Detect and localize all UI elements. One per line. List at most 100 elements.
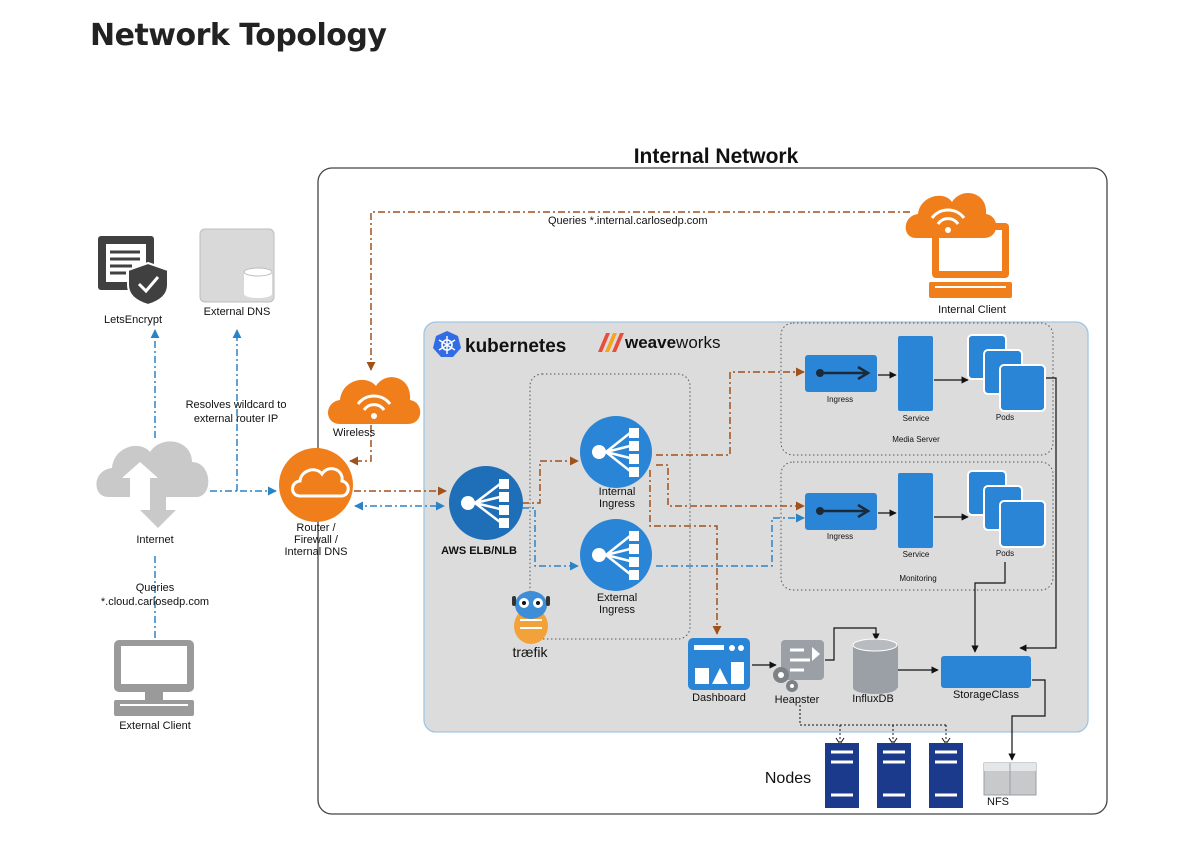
wireless-node: Wireless bbox=[328, 377, 421, 439]
dashboard-icon bbox=[688, 638, 750, 690]
mon-pods-node: Pods bbox=[967, 470, 1046, 558]
nodes-group: Nodes bbox=[765, 743, 963, 808]
media-pods-label: Pods bbox=[996, 413, 1014, 422]
internal-client-node: Internal Client bbox=[905, 192, 1012, 316]
letsencrypt-node: LetsEncrypt bbox=[98, 236, 169, 326]
internal-ingress-media-connection bbox=[656, 367, 805, 456]
media-service-icon bbox=[898, 336, 933, 411]
load-balancer-icon bbox=[449, 466, 523, 540]
internal-queries-label: Queries *.internal.carlosedp.com bbox=[548, 215, 708, 227]
queries-label-line2: *.cloud.carlosedp.com bbox=[101, 596, 209, 608]
influxdb-node: InfluxDB bbox=[852, 638, 898, 705]
dashboard-node: Dashboard bbox=[688, 638, 750, 704]
wireless-router-connection bbox=[349, 425, 372, 466]
weaveworks-logo: weaveworks bbox=[598, 333, 720, 352]
internet-node: Internet bbox=[96, 441, 209, 546]
external-ingress-label-line1: External bbox=[597, 592, 637, 604]
external-ingress-icon bbox=[580, 519, 652, 591]
elb-internal-ingress-connection bbox=[522, 456, 579, 504]
media-ingress-label: Ingress bbox=[827, 395, 853, 404]
storage-nfs-line bbox=[1008, 679, 1046, 761]
heapster-label: Heapster bbox=[775, 694, 820, 706]
router-node: Router / Firewall / Internal DNS bbox=[279, 448, 353, 558]
storageclass-label: StorageClass bbox=[953, 689, 1020, 701]
certificate-shield-icon bbox=[98, 236, 169, 307]
media-pods-node: Pods bbox=[967, 334, 1046, 422]
database-icon bbox=[852, 638, 898, 694]
mon-service-icon bbox=[898, 473, 933, 548]
heapster-node: Heapster bbox=[773, 640, 824, 706]
external-ingress-node: External Ingress bbox=[580, 519, 652, 616]
page-title: Network Topology bbox=[90, 18, 387, 53]
external-client-label: External Client bbox=[119, 720, 191, 732]
nfs-label: NFS bbox=[987, 796, 1009, 808]
kubernetes-cluster-area bbox=[423, 321, 1089, 733]
external-dns-label: External DNS bbox=[204, 306, 271, 318]
external-client-node: External Client bbox=[114, 640, 194, 732]
router-label-line2: Firewall / bbox=[294, 534, 339, 546]
media-service-node: Service bbox=[898, 336, 933, 423]
router-cloud-icon bbox=[279, 448, 353, 522]
cloud-upload-icon bbox=[96, 441, 209, 528]
heapster-icon bbox=[773, 640, 824, 692]
resolves-label-line2: external router IP bbox=[194, 413, 278, 425]
dashboard-label: Dashboard bbox=[692, 692, 746, 704]
storageclass-node: StorageClass bbox=[941, 656, 1031, 701]
traefik-gopher-icon bbox=[512, 591, 550, 644]
internal-ingress-label-line1: Internal bbox=[599, 486, 636, 498]
external-ingress-monitoring-connection bbox=[656, 513, 805, 567]
internal-ingress-label-line2: Ingress bbox=[599, 498, 636, 510]
internal-network-label: Internal Network bbox=[634, 145, 799, 168]
mon-ingress-label: Ingress bbox=[827, 532, 853, 541]
media-server-group-box bbox=[780, 322, 1054, 456]
internal-ingress-icon bbox=[580, 416, 652, 488]
wireless-label: Wireless bbox=[333, 427, 376, 439]
ingress-group-box bbox=[529, 373, 691, 640]
svg-text:weaveworks: weaveworks bbox=[624, 333, 720, 352]
storageclass-icon bbox=[941, 656, 1031, 688]
aws-elb-node: AWS ELB/NLB bbox=[441, 466, 523, 557]
mon-service-label: Service bbox=[903, 550, 930, 559]
mon-service-node: Service bbox=[898, 473, 933, 559]
external-ingress-label-line2: Ingress bbox=[599, 604, 636, 616]
internal-client-label: Internal Client bbox=[938, 304, 1006, 316]
mon-pods-label: Pods bbox=[996, 549, 1014, 558]
weave-label: weave bbox=[624, 333, 676, 352]
nodes-label: Nodes bbox=[765, 770, 811, 787]
internal-ingress-monitoring-connection bbox=[656, 464, 805, 511]
media-server-label: Media Server bbox=[892, 435, 940, 444]
desktop-computer-icon bbox=[114, 640, 194, 716]
external-dns-node: External DNS bbox=[199, 228, 275, 318]
router-label-line1: Router / bbox=[296, 522, 336, 534]
wifi-cloud-icon bbox=[328, 377, 421, 424]
dns-server-icon bbox=[199, 228, 275, 303]
node-server-icon bbox=[877, 743, 911, 808]
traefik-node: træfik bbox=[512, 591, 550, 660]
mon-pods-storage-line bbox=[971, 562, 1006, 653]
mon-ingress-node: Ingress bbox=[805, 493, 877, 541]
influxdb-label: InfluxDB bbox=[852, 693, 894, 705]
media-service-label: Service bbox=[903, 414, 930, 423]
aws-elb-label: AWS ELB/NLB bbox=[441, 545, 517, 557]
works-label: works bbox=[675, 333, 720, 352]
internet-label: Internet bbox=[136, 534, 173, 546]
media-pods-icon bbox=[967, 334, 1046, 412]
kubernetes-wheel-icon bbox=[433, 331, 461, 357]
heapster-influx-line bbox=[825, 627, 880, 661]
node-server-icon bbox=[825, 743, 859, 808]
monitoring-label: Monitoring bbox=[899, 574, 936, 583]
internal-ingress-node: Internal Ingress bbox=[580, 416, 652, 510]
media-pods-storage-line bbox=[1019, 377, 1057, 652]
kubernetes-logo: kubernetes bbox=[433, 331, 566, 357]
resolves-label-line1: Resolves wildcard to bbox=[186, 399, 287, 411]
internal-client-icon bbox=[905, 192, 1012, 298]
nfs-storage-icon bbox=[983, 762, 1037, 796]
monitoring-group-box bbox=[780, 461, 1054, 591]
elb-external-ingress-connection bbox=[522, 507, 579, 571]
nfs-node: NFS bbox=[983, 762, 1037, 808]
queries-label-line1: Queries bbox=[136, 582, 175, 594]
letsencrypt-label: LetsEncrypt bbox=[104, 314, 162, 326]
media-ingress-node: Ingress bbox=[805, 355, 877, 404]
kubernetes-label: kubernetes bbox=[465, 336, 566, 357]
internal-ingress-dashboard-connection bbox=[649, 470, 722, 635]
